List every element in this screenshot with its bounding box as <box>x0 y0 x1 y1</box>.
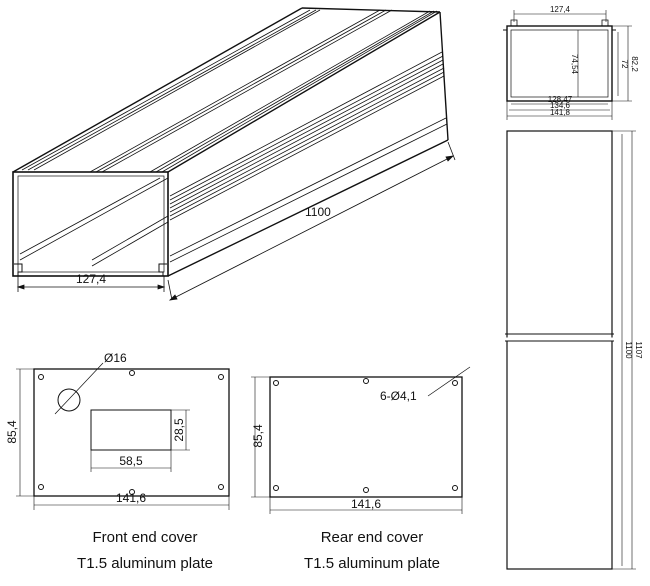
length-label: 1100 <box>305 205 331 219</box>
section-outer-height: 82,2 <box>630 56 639 72</box>
front-cover-cutout-height: 28,5 <box>172 418 186 442</box>
front-cover-hole-label: Ø16 <box>104 351 127 365</box>
front-cover-height: 85,4 <box>5 420 19 444</box>
side-view-body <box>506 130 613 570</box>
opening-width-dimension <box>16 276 166 292</box>
side-grooves <box>169 51 448 263</box>
top-left-edge <box>12 7 303 173</box>
section-inner <box>510 29 609 98</box>
rear-cover-height: 85,4 <box>251 424 265 448</box>
front-face-inner <box>17 175 165 273</box>
front-slot-right <box>158 263 167 276</box>
front-cover-plate <box>33 368 230 497</box>
rear-cover-caption-2: T1.5 aluminum plate <box>304 555 440 572</box>
front-cover-large-hole <box>57 388 81 412</box>
rear-cover-plate <box>269 376 463 498</box>
length-dimension <box>167 141 456 301</box>
rear-cover-holes-label: 6-Ø4,1 <box>380 389 417 403</box>
front-face <box>12 171 169 277</box>
front-slot-left <box>14 263 23 276</box>
front-cover-width: 141,6 <box>116 491 146 505</box>
bottom-right-edge <box>167 139 449 277</box>
top-right-edge <box>167 11 441 173</box>
section-inner-width: 128,47 <box>548 95 573 104</box>
section-outer-width: 141,8 <box>550 108 571 117</box>
side-outer-length: 1107 <box>634 341 643 359</box>
rear-end-cover <box>251 366 471 514</box>
section-mid-width: 134,6 <box>550 101 571 110</box>
cross-section-view <box>503 10 632 120</box>
extrusion-isometric-view <box>12 7 456 301</box>
side-inner-length: 1100 <box>624 341 633 359</box>
side-view <box>505 130 636 570</box>
section-inner-height: 74,54 <box>570 54 579 75</box>
section-top-width: 127,4 <box>550 5 571 14</box>
section-tab-right <box>601 19 609 26</box>
front-cover-caption-1: Front end cover <box>92 529 197 546</box>
top-grooves <box>21 9 438 173</box>
front-cover-caption-2: T1.5 aluminum plate <box>77 555 213 572</box>
front-cover-cutout-width: 58,5 <box>119 454 143 468</box>
section-outer <box>506 25 613 102</box>
rear-cover-width: 141,6 <box>351 497 381 511</box>
front-cover-cutout <box>90 409 172 451</box>
opening-width-label: 127,4 <box>76 272 106 286</box>
rear-cover-caption-1: Rear end cover <box>321 529 424 546</box>
section-inner-height-2: 72 <box>620 60 629 69</box>
front-end-cover <box>16 362 230 510</box>
interior-rails <box>19 177 169 267</box>
